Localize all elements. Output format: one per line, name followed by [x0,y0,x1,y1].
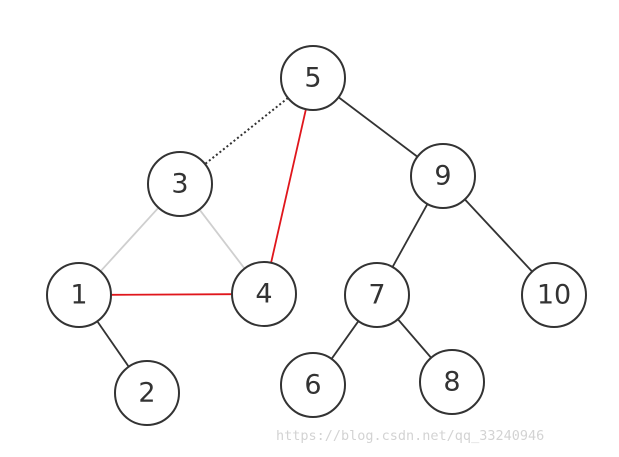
node-8: 8 [419,349,485,415]
node-10: 10 [521,262,587,328]
node-9-label: 9 [434,161,451,192]
node-4-circle [231,261,297,327]
edge-9-7 [391,203,429,268]
node-8-circle [419,349,485,415]
edge-3-4 [198,208,246,270]
watermark: https://blog.csdn.net/qq_33240946 [276,428,545,444]
node-8-label: 8 [443,367,460,398]
edge-7-6 [330,320,360,360]
node-10-label: 10 [537,280,571,311]
edge-5-3 [204,97,289,165]
node-3: 3 [147,151,213,217]
node-6-label: 6 [304,370,321,401]
node-3-label: 3 [171,169,188,200]
node-1-label: 1 [70,280,87,311]
node-7-circle [344,262,410,328]
node-6-circle [280,352,346,418]
node-6: 6 [280,352,346,418]
edge-1-2 [96,320,130,368]
node-5-circle [280,45,346,111]
edge-3-1 [99,207,160,272]
node-5: 5 [280,45,346,111]
node-3-circle [147,151,213,217]
node-7-label: 7 [368,280,385,311]
node-1-circle [46,262,112,328]
node-1: 1 [46,262,112,328]
node-4: 4 [231,261,297,327]
node-5-label: 5 [304,63,321,94]
edge-7-8 [397,318,432,359]
node-9-circle [410,143,476,209]
node-2: 2 [114,360,180,426]
edge-5-4 [270,109,307,263]
edge-1-4 [110,293,233,296]
node-2-label: 2 [138,378,155,409]
node-10-circle [521,262,587,328]
edge-5-9 [338,96,418,158]
node-7: 7 [344,262,410,328]
node-2-circle [114,360,180,426]
edge-9-10 [464,198,533,273]
node-4-label: 4 [255,279,272,310]
edges [96,96,533,368]
node-9: 9 [410,143,476,209]
